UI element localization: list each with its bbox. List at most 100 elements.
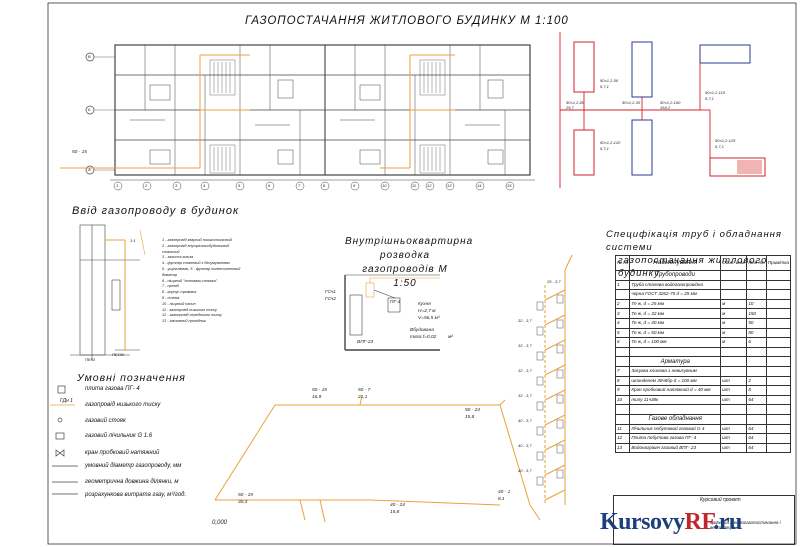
detail-mark: 5,7,1 (705, 96, 714, 101)
axis-label: 1 (116, 183, 119, 188)
vvid-note: 6 - піщаний "поплавок-стяжка" (162, 278, 218, 283)
vvid-note: 1 - газопровід зварний низькотисковий (162, 238, 232, 242)
vvid-note: 12 - газопровід середнього тиску (162, 313, 222, 318)
apartment-detail (344, 274, 440, 351)
detail-mark: 164,2 (660, 105, 671, 110)
legend-length: геометрична довжина ділянки, м (85, 479, 179, 485)
detail-mark: 5,7,1 (715, 144, 724, 149)
table-row (614, 404, 792, 415)
table-row: чорна ГОСТ 3262-75 d = 25 мм (614, 289, 792, 300)
legend-valve: кран пробковий натяжний (85, 450, 160, 456)
vvid-note: 5 - ущільнювач, 5 - футляр поліетиленови… (162, 266, 241, 271)
axis-label: 14 (477, 183, 482, 188)
vvid-note: 2 - газопровід внутрішньобудинковий (162, 243, 230, 248)
iso-mark: 40 - 24 (390, 503, 405, 508)
axis-label: 15 (507, 183, 512, 188)
legend-stove: плита газова ПГ- 4 (85, 386, 140, 392)
axis-label: 13 (447, 183, 452, 188)
spec-table: № пп Найменування Один. вим. Кіль-ть При… (614, 255, 792, 454)
legend-flow: розрахункова витрата газу, м³/год. (85, 492, 187, 498)
watermark-part1: Kursovy (600, 509, 685, 535)
room-height: Н=2,7 м (418, 309, 436, 314)
vvid-drawing (70, 224, 146, 360)
legend-title: Умовні позначення (77, 372, 186, 384)
gas-riser-icon (57, 417, 63, 423)
spec-section-row: Газове обладнання (614, 413, 792, 425)
watermark-part2: RF (684, 509, 714, 535)
detail-mark: 50×1,2-110 (705, 90, 726, 95)
row-label: В (88, 54, 91, 59)
riser-mark: 25 - 3,7 (547, 279, 561, 284)
watermark-part3: .ru (713, 509, 742, 535)
spec-header: Найменування (629, 255, 722, 271)
axis-label: 10 (382, 183, 387, 188)
detail-mark: 50×1,2-120 (600, 140, 621, 145)
vvid-note: 3 - захисна гільза (162, 255, 194, 260)
iso-mark: 15,8 (465, 415, 475, 420)
stamp-course: Курсовий проект (700, 497, 741, 503)
detail-mark: 50×1,2-30 (622, 100, 641, 105)
vvid-mark: ПЕ63 (85, 357, 96, 362)
vvid-mark: 1:1 (130, 238, 136, 243)
isometric-scheme (214, 254, 573, 523)
riser-mark: 40 - 3,7 (518, 418, 532, 423)
spec-header-row: № пп Найменування Один. вим. Кіль-ть При… (614, 255, 792, 271)
gas-stove-icon (57, 385, 66, 394)
spec-section-row: Трубопроводи (614, 270, 792, 281)
spec-header: № пп (614, 255, 631, 271)
plug-valve-icon (55, 449, 65, 457)
detail-mark: 50×1,2-50 (600, 78, 619, 83)
vvid-title: Ввід газопроводу в будинок (72, 205, 240, 217)
plan-input-label: 50 - 15 (72, 150, 87, 155)
draft-area: тяга f=0,02 (410, 335, 437, 340)
axis-label: 12 (427, 183, 432, 188)
detail-mark: 25,7 (566, 105, 574, 110)
vvid-mark: ПЕ100 (112, 352, 125, 357)
legend-riser: газовий стояк (85, 418, 126, 424)
row-label: А (88, 167, 91, 172)
room-label: Кухня (418, 302, 431, 307)
iso-mark: 50 - 15 (312, 388, 327, 393)
iso-mark: 15,8 (390, 510, 400, 515)
vvid-note: 7 - провід (162, 284, 179, 289)
axis-label: 11 (412, 183, 417, 188)
sheet-frame (47, 2, 797, 545)
legend-icons (50, 385, 78, 495)
vvid-note: 10 - піщаний насип (162, 301, 196, 306)
riser-detail (559, 32, 766, 188)
legend-diameter: умовний діаметр газопроводу, мм (85, 463, 182, 469)
stove-label: ПГ-4 (390, 300, 401, 305)
axis-label: 3 (175, 183, 178, 188)
iso-mark: 50 - 7 (358, 388, 371, 393)
stamp-dept: Кафедра теплогазопостачання і вентиляції (710, 520, 781, 530)
legend-tag: ГДн 1 (60, 398, 73, 404)
spec-section-title: Арматура (629, 356, 722, 367)
gas-riser-label: ГСч2 (325, 297, 336, 302)
riser-mark: 32 - 3,7 (518, 368, 532, 373)
axis-label: 4 (203, 183, 206, 188)
detail-mark: 5,7,1 (600, 84, 609, 89)
vvid-note: 8 - корпус тримача (162, 290, 197, 295)
inner-title-line1: Внутрішньоквартирна (345, 236, 474, 247)
room-volume: V=56,5 м³ (418, 316, 440, 321)
vvid-note: 9 - стінка (162, 295, 180, 300)
spec-header: Примітка (765, 255, 792, 271)
iso-mark: 40 - 1 (498, 490, 511, 495)
row-label: Б (88, 107, 91, 112)
vvid-note: 13 - затяжний провідник (162, 319, 206, 324)
detail-mark: 5,7,1 (600, 146, 609, 151)
